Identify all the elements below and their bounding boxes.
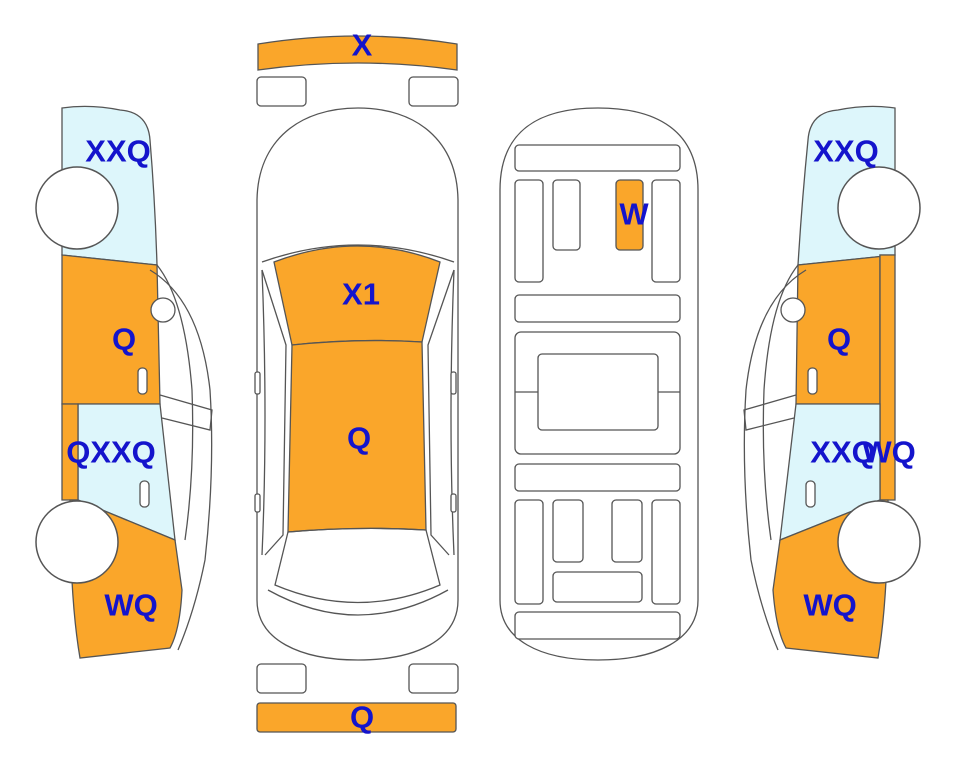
underbody-view: W bbox=[499, 107, 699, 661]
right-side-profile bbox=[743, 269, 807, 651]
trunk-line bbox=[267, 589, 449, 616]
front-left-light bbox=[256, 76, 307, 107]
front-bumper-panel[interactable] bbox=[257, 35, 458, 71]
right-front-quarter-code: XXQ bbox=[813, 134, 878, 169]
left-side-view: XXQ Q QXXQ WQ bbox=[35, 105, 213, 659]
top-windshield-frame bbox=[261, 244, 455, 263]
right-rear-door-edge-code: WQ bbox=[862, 435, 915, 470]
right-rear-wheel bbox=[837, 500, 921, 584]
right-side-mirror bbox=[780, 297, 806, 323]
left-side-mirror bbox=[150, 297, 176, 323]
underbody-left-inner-front bbox=[552, 179, 581, 251]
underbody-rear-center bbox=[552, 571, 643, 603]
right-side-view: XXQ Q XXQ WQ WQ bbox=[743, 105, 921, 659]
left-front-door-code: Q bbox=[112, 322, 136, 357]
left-handle bbox=[254, 493, 261, 513]
rear-window bbox=[274, 527, 441, 604]
right-rear-handle bbox=[805, 480, 816, 508]
left-rear-door-code: QXXQ bbox=[66, 435, 156, 470]
right-front-door-code: Q bbox=[827, 322, 851, 357]
left-rear-quarter-code: WQ bbox=[104, 588, 157, 623]
left-rail bbox=[261, 269, 266, 556]
left-front-quarter-code: XXQ bbox=[85, 134, 150, 169]
right-side-inner bbox=[762, 264, 799, 541]
underbody-crossmember-1 bbox=[514, 294, 681, 323]
underbody-floor-center bbox=[537, 353, 659, 431]
top-view: X X1 Q Q bbox=[254, 28, 459, 735]
underbody-left-inner-rear bbox=[552, 499, 584, 563]
rear-left-light bbox=[256, 663, 307, 694]
right-rear-door-code: XXQ bbox=[810, 435, 875, 470]
right-rear-quarter-code: WQ bbox=[803, 588, 856, 623]
rear-bumper-panel[interactable] bbox=[256, 702, 457, 733]
front-right-light bbox=[408, 76, 459, 107]
left-window-line bbox=[159, 394, 213, 431]
underbody-rear-bar bbox=[514, 611, 681, 640]
left-rear-wheel bbox=[35, 500, 119, 584]
underbody-front-bar bbox=[514, 144, 681, 172]
underbody-crossmember-2 bbox=[514, 463, 681, 492]
underbody-right-inner-rear bbox=[611, 499, 643, 563]
underbody-right-rail-front bbox=[651, 179, 681, 283]
right-front-handle bbox=[807, 367, 818, 395]
left-side-profile bbox=[149, 269, 213, 651]
right-window-line bbox=[743, 394, 797, 431]
left-front-handle bbox=[137, 367, 148, 395]
left-front-wheel bbox=[35, 166, 119, 250]
hood-code: X1 bbox=[342, 277, 380, 312]
right-handle bbox=[450, 493, 457, 513]
roof-code: Q bbox=[347, 421, 371, 456]
rear-right-light bbox=[408, 663, 459, 694]
left-a-pillar bbox=[261, 269, 287, 556]
front-bumper-code: X bbox=[352, 28, 373, 63]
right-front-wheel bbox=[837, 166, 921, 250]
right-mirror bbox=[450, 371, 457, 395]
underbody-left-rail-rear bbox=[514, 499, 544, 605]
right-a-pillar bbox=[427, 269, 455, 556]
rear-bumper-code: Q bbox=[350, 700, 374, 735]
underbody-code: W bbox=[619, 197, 649, 232]
underbody-right-rail-rear bbox=[651, 499, 681, 605]
right-rail bbox=[450, 269, 455, 556]
left-mirror bbox=[254, 371, 261, 395]
underbody-left-rail-front bbox=[514, 179, 544, 283]
underbody-marked-section[interactable] bbox=[615, 179, 644, 251]
left-side-inner bbox=[156, 264, 194, 541]
left-rear-handle bbox=[139, 480, 150, 508]
